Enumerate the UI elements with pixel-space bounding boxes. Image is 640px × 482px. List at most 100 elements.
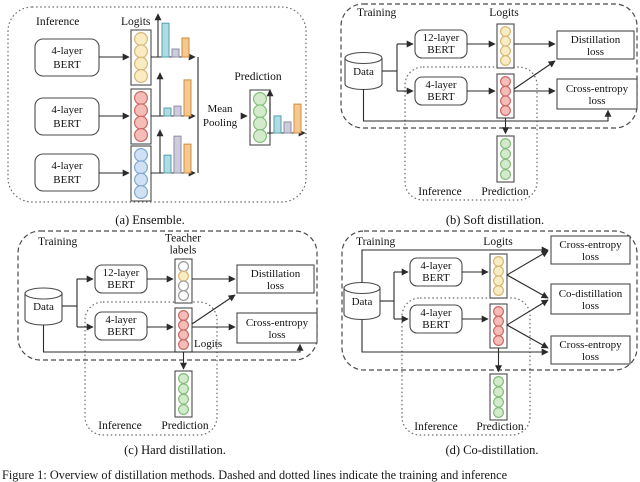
bert4-box: 4-layer BERT [94, 311, 148, 341]
node-circle-green [178, 383, 190, 395]
prediction-column-green [489, 373, 508, 421]
prediction-column-green [174, 370, 193, 418]
loss-label-line2: loss [582, 300, 599, 312]
bert4-bottom-box: 4-layer BERT [409, 304, 463, 334]
panel-b-soft-distillation: Training Logits Data 12-layer BERT 4-lay… [340, 3, 638, 201]
panel-d-co-distillation: Training Logits Data 4-layer BERT 4-laye… [341, 230, 638, 436]
bert-box-3: 4-layer BERT [34, 153, 100, 192]
bert-box-label-line2: BERT [53, 59, 81, 71]
logit-bar [183, 79, 192, 117]
bert-box-label-line1: 4-layer [51, 160, 82, 172]
bert4-top-box: 4-layer BERT [409, 257, 463, 287]
bert-box-label-line2: BERT [427, 91, 455, 103]
node-circle-blue [134, 148, 149, 163]
data-cylinder-top [24, 287, 63, 300]
node-circle-red [493, 325, 505, 337]
node-circle-red [493, 334, 505, 346]
logit-bar [183, 143, 192, 174]
inference-region-label: Inference [418, 186, 461, 198]
mean-pooling-label-line2: Pooling [203, 117, 238, 129]
bert-box-2: 4-layer BERT [34, 97, 100, 136]
bert-box-label-line1: 4-layer [105, 314, 136, 326]
data-label: Data [33, 301, 54, 313]
logits-label: Logits [194, 338, 222, 350]
loss-label-line2: loss [268, 329, 285, 341]
node-circle-green [253, 91, 268, 106]
loss-box-frame [556, 78, 638, 110]
prediction-column-green [249, 89, 271, 146]
loss-label-line2: loss [588, 95, 605, 107]
teacher-logits-column [496, 23, 515, 69]
arrow-data-to-ce-loss-top [361, 246, 549, 283]
arrow-student-to-distill-loss [191, 294, 236, 325]
inference-region-border [7, 6, 307, 203]
arrow-data-to-ce-loss [42, 324, 304, 353]
node-circle-green [178, 373, 190, 385]
loss-label-line1: Distillation [251, 268, 301, 280]
loss-label-line1: Distillation [571, 34, 621, 46]
bert4-box: 4-layer BERT [414, 76, 468, 106]
node-circle-green [253, 129, 268, 144]
node-circle-yellow [134, 44, 149, 59]
node-circle-red [500, 95, 512, 107]
logit-bar [173, 105, 182, 117]
inference-region-label: Inference [414, 421, 457, 433]
arrow-model2-to-co-loss [506, 299, 549, 326]
bert-box-label-line2: BERT [53, 174, 81, 186]
loss-box-frame [236, 264, 315, 294]
arrow-data-to-ce-loss-bottom [361, 319, 549, 356]
loss-box-frame [550, 235, 631, 265]
bert12-box: 12-layer BERT [414, 29, 468, 59]
node-circle-yellow [134, 68, 149, 83]
logit-bar [283, 121, 292, 134]
logit-bar [173, 135, 182, 174]
node-circle-white [178, 280, 190, 292]
node-circle-green [493, 396, 505, 408]
caption-d: (d) Co-distillation. [445, 443, 539, 457]
inference-region-border [84, 301, 218, 436]
logits-column-blue [130, 145, 152, 202]
prediction-column-green [496, 135, 515, 183]
training-region-label: Training [38, 236, 77, 248]
mean-pooling-label-line1: Mean [207, 103, 233, 115]
node-circle-red [178, 319, 190, 331]
caption-c: (c) Hard distillation. [124, 443, 226, 457]
node-circle-yellow [500, 35, 512, 47]
training-region-border [17, 230, 318, 361]
model1-logits-column [489, 253, 508, 299]
data-label: Data [352, 296, 373, 308]
inference-region-border [404, 66, 538, 201]
logit-bar [181, 37, 190, 58]
node-circle-red [134, 90, 149, 105]
bert-box-1: 4-layer BERT [34, 38, 100, 77]
logits-label: Logits [121, 16, 151, 28]
loss-label-line1: Cross-entropy [566, 83, 629, 95]
loss-box-frame [550, 335, 631, 365]
logit-bar [163, 154, 172, 174]
node-circle-green [253, 116, 268, 131]
node-circle-yellow [178, 270, 190, 282]
node-circle-green [493, 407, 505, 419]
logits-bar-chart-3 [156, 129, 192, 174]
node-circle-green [500, 148, 512, 160]
logits-column-yellow [130, 29, 152, 86]
student-logits-column [174, 307, 193, 353]
node-circle-red [134, 115, 149, 130]
loss-box-frame [556, 30, 635, 60]
bert-box-label-line1: 4-layer [51, 45, 82, 57]
cross-entropy-loss-top-box: Cross-entropy loss [550, 235, 631, 265]
node-circle-yellow [493, 284, 505, 296]
teacher-labels-column [174, 258, 193, 304]
loss-label-line2: loss [267, 280, 284, 292]
distillation-loss-box: Distillation loss [556, 30, 635, 60]
bert-box-label-line2: BERT [427, 44, 455, 56]
node-circle-yellow [500, 45, 512, 57]
bert-box-label-line2: BERT [422, 272, 450, 284]
node-circle-green [493, 376, 505, 388]
node-circle-green [178, 393, 190, 405]
bert-box-label-line2: BERT [422, 319, 450, 331]
node-circle-yellow [493, 265, 505, 277]
bert-box-label-line2: BERT [107, 279, 135, 291]
student-logits-column [496, 73, 515, 119]
